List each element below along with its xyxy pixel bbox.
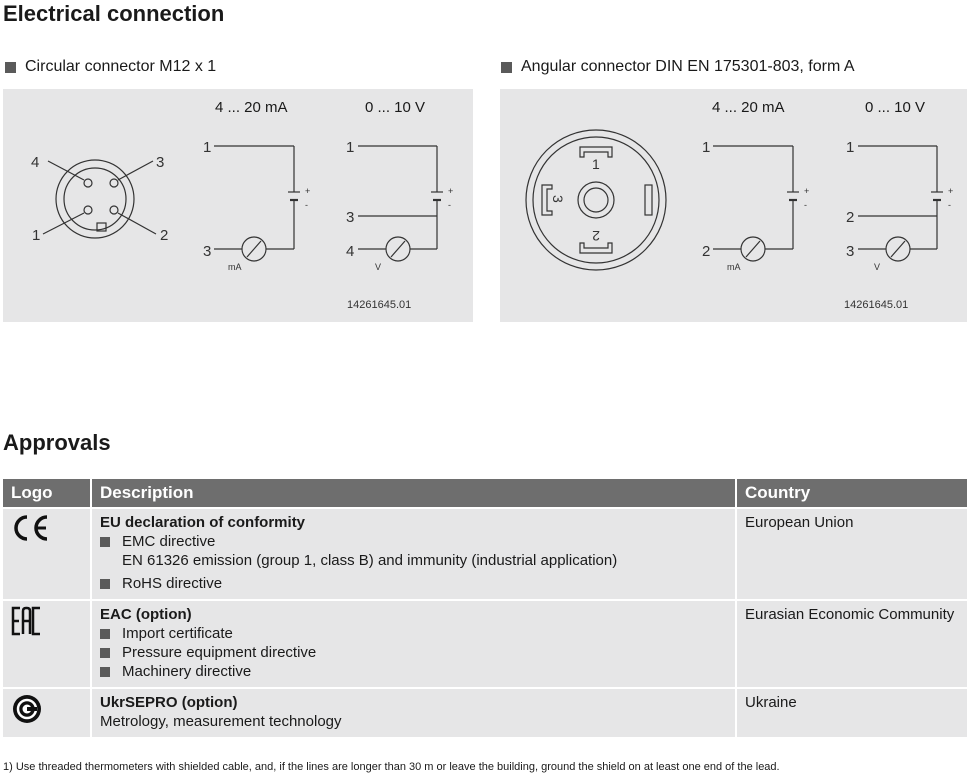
v-terminal-top: 1 (846, 139, 854, 156)
table-row: EU declaration of conformity EMC directi… (3, 507, 967, 600)
pin-label-2: 2 (160, 227, 168, 244)
table-row: EAC (option) Import certificate Pressure… (3, 599, 967, 688)
emc-detail: EN 61326 emission (group 1, class B) and… (122, 552, 618, 569)
description-cell: EAC (option) Import certificate Pressure… (91, 599, 737, 688)
header-description: Description (91, 479, 737, 508)
m12-connector-icon (42, 159, 157, 239)
list-item: Pressure equipment directive (100, 643, 727, 662)
pin-label-3: 3 (156, 154, 164, 171)
bullet-square-icon (100, 648, 110, 658)
approvals-table: Logo Description Country EU declaration … (3, 479, 967, 737)
angular-connector-diagram: 1 2 3 4 ... 20 mA 0 ... 10 V 1 2 mA + - (500, 89, 967, 322)
subheading-text: Angular connector DIN EN 175301-803, for… (521, 58, 855, 75)
v-meter-label: V (874, 262, 880, 272)
list-item: EMC directive (100, 532, 727, 551)
bullet-square-icon (100, 579, 110, 589)
approval-title: EU declaration of conformity (100, 514, 306, 531)
voltage-circuit (858, 145, 943, 262)
pin-label-1: 1 (592, 156, 600, 172)
country-cell: Eurasian Economic Community (736, 599, 967, 688)
svg-text:-: - (448, 200, 451, 210)
ma-terminal-bottom: 2 (702, 243, 710, 260)
svg-text:+: + (804, 186, 809, 196)
country-cell: Ukraine (736, 687, 967, 737)
bullet-square-icon (100, 537, 110, 547)
pin-label-1: 1 (32, 227, 40, 244)
footnote: 1) Use threaded thermometers with shield… (3, 761, 780, 773)
table-header-row: Logo Description Country (3, 479, 967, 508)
approval-title: UkrSEPRO (option) (100, 694, 238, 711)
bullet-square-icon (5, 61, 16, 73)
section-title-electrical: Electrical connection (3, 1, 225, 26)
header-logo: Logo (3, 479, 92, 508)
ma-meter-label: mA (727, 262, 741, 272)
description-cell: EU declaration of conformity EMC directi… (91, 507, 737, 600)
ma-terminal-top: 1 (702, 139, 710, 156)
subheading-circular-connector: Circular connector M12 x 1 (5, 58, 216, 76)
table-row: UkrSEPRO (option) Metrology, measurement… (3, 687, 967, 737)
pin-label-2: 2 (592, 228, 600, 244)
pin-label-4: 4 (31, 154, 39, 171)
v-terminal-top: 1 (346, 139, 354, 156)
circular-connector-diagram: 4 3 1 2 4 ... 20 mA 0 ... 10 V 1 3 mA + (3, 89, 473, 322)
v-terminal-bottom: 4 (346, 243, 354, 260)
ukrsepro-mark-icon (13, 695, 41, 723)
svg-text:+: + (948, 186, 953, 196)
logo-cell (3, 507, 92, 600)
country-cell: European Union (736, 507, 967, 600)
subheading-text: Circular connector M12 x 1 (25, 58, 217, 75)
svg-text:-: - (804, 200, 807, 210)
drawing-code: 14261645.01 (347, 299, 411, 311)
svg-text:+: + (448, 186, 453, 196)
list-item: Machinery directive (100, 662, 727, 681)
ma-terminal-bottom: 3 (203, 243, 211, 260)
header-4-20ma: 4 ... 20 mA (215, 99, 288, 116)
current-loop-circuit (214, 145, 300, 262)
header-0-10v: 0 ... 10 V (365, 99, 425, 116)
svg-text:-: - (305, 200, 308, 210)
list-item: Import certificate (100, 624, 727, 643)
logo-cell (3, 599, 92, 688)
pin-label-3: 3 (550, 195, 566, 203)
header-country: Country (736, 479, 967, 508)
bullet-square-icon (100, 667, 110, 677)
logo-cell (3, 687, 92, 737)
approval-title: EAC (option) (100, 606, 192, 623)
v-terminal-bottom: 3 (846, 243, 854, 260)
svg-text:-: - (948, 200, 951, 210)
voltage-circuit (358, 145, 443, 262)
header-0-10v: 0 ... 10 V (865, 99, 925, 116)
description-cell: UkrSEPRO (option) Metrology, measurement… (91, 687, 737, 737)
v-terminal-mid: 3 (346, 209, 354, 226)
approval-text: Metrology, measurement technology (100, 713, 342, 730)
bullet-square-icon (100, 629, 110, 639)
v-meter-label: V (375, 262, 381, 272)
ce-mark-icon (14, 515, 48, 541)
bullet-square-icon (501, 61, 512, 73)
header-4-20ma: 4 ... 20 mA (712, 99, 785, 116)
ma-meter-label: mA (228, 262, 242, 272)
ma-terminal-top: 1 (203, 139, 211, 156)
drawing-code: 14261645.01 (844, 299, 908, 311)
list-item: RoHS directive (100, 574, 727, 593)
svg-text:+: + (305, 186, 310, 196)
eac-mark-icon (11, 606, 40, 636)
section-title-approvals: Approvals (3, 430, 111, 455)
din-connector-icon (525, 129, 667, 271)
current-loop-circuit (713, 145, 799, 262)
v-terminal-mid: 2 (846, 209, 854, 226)
subheading-angular-connector: Angular connector DIN EN 175301-803, for… (501, 58, 855, 76)
